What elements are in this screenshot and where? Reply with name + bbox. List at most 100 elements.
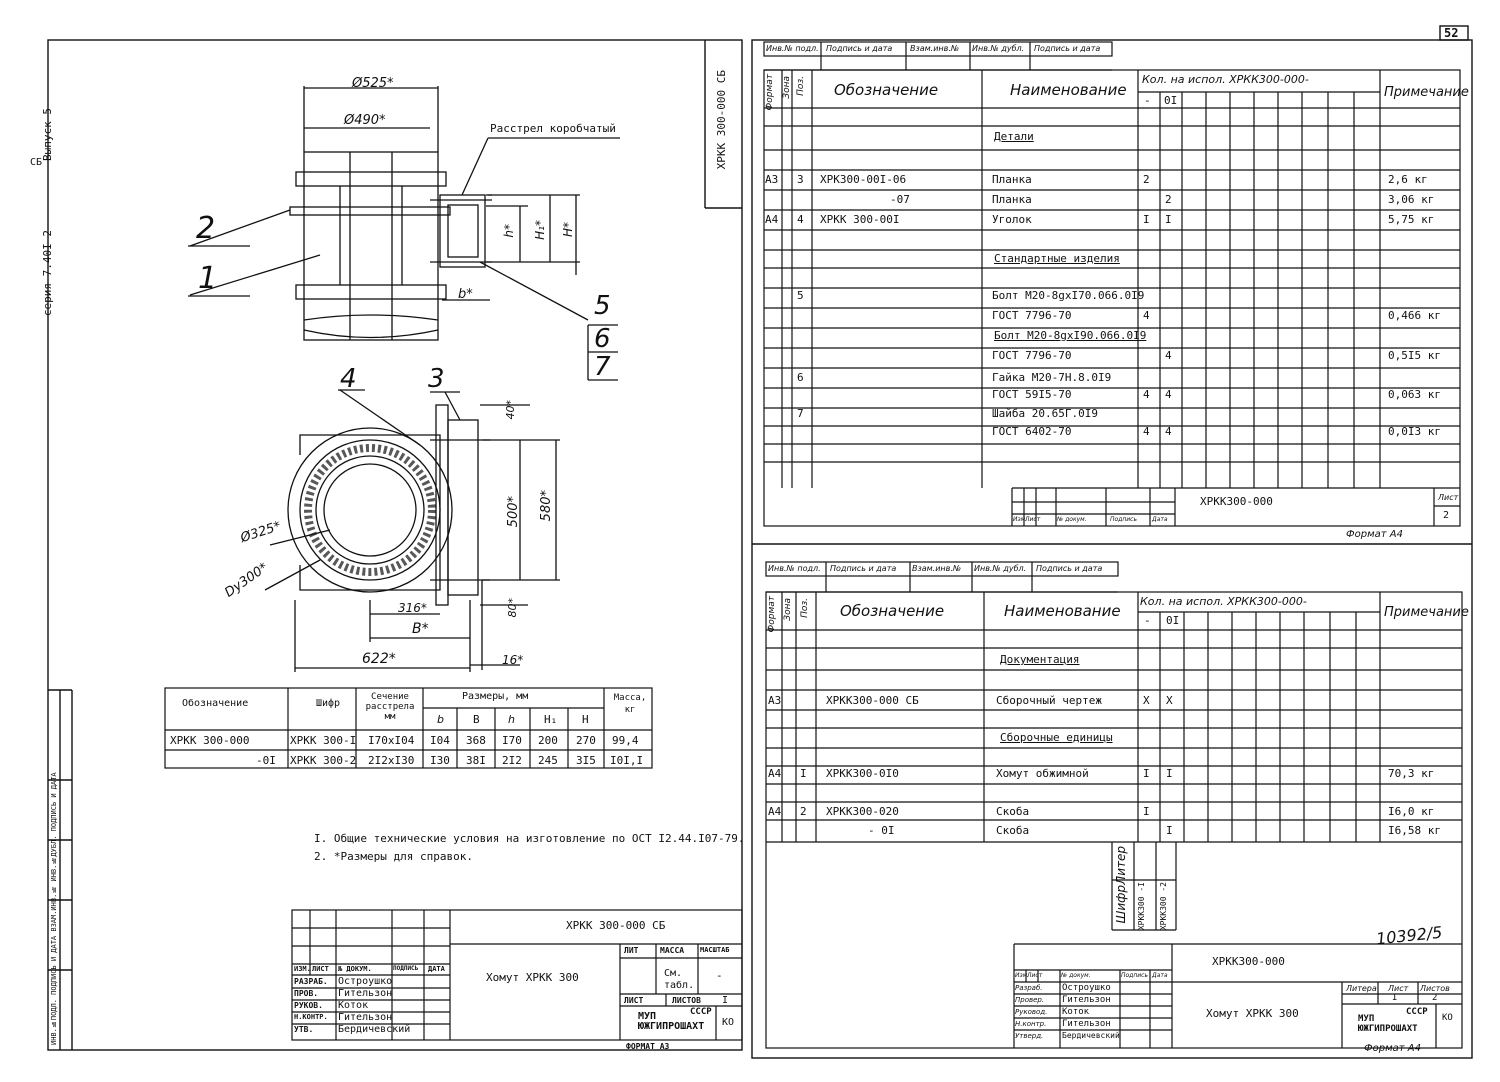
tb-person-2: Гительзон (338, 988, 393, 999)
spec-cell-code: ХРКК300-020 (826, 805, 899, 818)
spec2-person-5: Бердичевский (1062, 1031, 1120, 1040)
spec2-lit-h2: Лист (1388, 984, 1409, 993)
cell: 245 (538, 754, 558, 767)
spec1-strip-4: Инв.№ дубл. (972, 44, 1025, 53)
dim-sub-H: H (582, 713, 589, 726)
tb-org-short: СССР (690, 1007, 712, 1017)
cell: 270 (576, 734, 596, 747)
page-number: 52 (1444, 26, 1459, 40)
spec-cell-pos: 3 (797, 173, 804, 186)
pos-label-5: 5 (594, 291, 611, 321)
dim-d525: Ø525* (352, 76, 394, 91)
spec-cell-code: ХРКЗ00-00I-06 (820, 173, 907, 186)
cell: I30 (430, 754, 450, 767)
spec-cell-note: I6,58 кг (1388, 824, 1441, 837)
spec-cell-note: 0,466 кг (1388, 309, 1441, 322)
dim-16: 16* (502, 653, 524, 667)
cell: 38I (466, 754, 486, 767)
cell: ХРКК 300-000 (170, 734, 250, 747)
cell: 2I2 (502, 754, 522, 767)
spec2-org-short: СССР (1406, 1007, 1428, 1017)
spec2-col-code: Обозначение (840, 602, 945, 620)
spec-cell-q2: I (1166, 767, 1173, 780)
pos-label-2: 2 (196, 211, 216, 246)
tb-lit: ЛИТ (624, 946, 639, 955)
spec-cell-pos: 4 (797, 213, 804, 226)
left-sheet-frame (47, 39, 743, 1051)
spec1-strip-3: Взам.инв.№ (910, 44, 960, 53)
spec2-shifr-1: ХРКК300 -I (1137, 882, 1146, 931)
spec-cell-q1: I (1143, 213, 1150, 226)
tb-person-4: Гительзон (338, 1012, 393, 1023)
spec1-stamp-izm: Изм. (1013, 516, 1028, 523)
spec-cell-code: ХРКК300-000 СБ (826, 694, 919, 707)
spec1-exec-1: - (1144, 94, 1151, 107)
spec-cell-fmt: А4 (768, 805, 782, 818)
spec2-strip-3: Взам.инв.№ (912, 564, 962, 573)
spec-cell-pos: 7 (797, 407, 804, 420)
spec1-strip-5: Подпись и дата (1034, 44, 1101, 53)
dim-h1: H₁* (533, 220, 547, 240)
spec1-col-note: Примечание (1384, 85, 1469, 100)
dim-sub-B: B (473, 713, 480, 726)
tb-format: ФОРМАТ А3 (626, 1042, 670, 1051)
tb-role-2: ПРОВ. (294, 989, 319, 998)
spec1-col-zone: Зона (782, 76, 792, 99)
dim-h: h* (502, 224, 516, 238)
spec2-org: МУП ЮЖГИПРОШАХТ (1358, 1014, 1418, 1034)
tb-sheets-value: I (722, 995, 729, 1006)
dim-table-header-section: Сечение расстрела мм (365, 692, 415, 722)
spec2-lit-h3: Листов (1420, 984, 1450, 993)
spec2-lit-v2: I (1392, 993, 1398, 1003)
note-2: 2. *Размеры для справок. (314, 850, 473, 863)
dim-sub-h1: H₁ (544, 713, 558, 726)
spec2-role-4: Н.контр. (1015, 1020, 1047, 1028)
spec1-col-pos: Поз. (796, 76, 806, 96)
dim-40: 40* (504, 400, 517, 420)
clamp-side-view (188, 86, 620, 381)
tb-role-1: РАЗРАБ. (294, 977, 328, 986)
spec-cell-code: ХРКК300-0I0 (826, 767, 899, 780)
spec2-stamp-izm: Изм. (1015, 972, 1030, 979)
spec-cell-q1: I (1143, 805, 1150, 818)
pos-label-3: 3 (428, 364, 445, 394)
spec-cell-note: 0,063 кг (1388, 388, 1441, 401)
spec1-sheet-label: Лист (1438, 493, 1459, 502)
spec-cell-q1: I (1143, 767, 1150, 780)
tb-role-h-doc: № ДОКУМ. (338, 965, 372, 973)
insulation-hatch (304, 444, 436, 576)
cell: I0I,I (610, 754, 644, 767)
spec1-exec-2: 0I (1164, 94, 1178, 107)
dim-H: H* (561, 222, 575, 238)
pos-label-4: 4 (340, 364, 357, 394)
spec1-stamp-doc: № докум. (1057, 516, 1087, 523)
spec1-col-code: Обозначение (834, 81, 939, 99)
spec1-col-qty: Кол. на испол. ХРКК300-000- (1142, 73, 1309, 86)
spec2-exec-2: 0I (1166, 614, 1180, 627)
dim-table-header-shifr: Шифр (316, 698, 341, 709)
cell: ХРКК 300-2 (290, 754, 357, 767)
spec-cell-name: Детали (994, 130, 1034, 143)
spec-cell-q2: 4 (1165, 425, 1172, 438)
spec-cell-fmt: А3 (765, 173, 779, 186)
spec2-col-pos: Поз. (800, 598, 810, 618)
spec2-role-5: Утверд. (1015, 1032, 1044, 1040)
spec-cell-q2: I (1165, 213, 1172, 226)
tb-sheet: ЛИСТ (624, 996, 644, 1005)
tb-org: МУП ЮЖГИПРОШАХТ (638, 1011, 705, 1032)
spec-cell-q1: 4 (1143, 388, 1150, 401)
spec2-person-4: Гительзон (1062, 1019, 1111, 1029)
spec-cell-name: Скоба (996, 824, 1030, 837)
spec-cell-name: Болт М20-8gxI90.066.0I9 (994, 329, 1147, 342)
dim-sub-h: h (508, 713, 515, 726)
spec-cell-fmt: А3 (768, 694, 782, 707)
dim-80: 80* (506, 598, 519, 618)
spec1-col-format: Формат (765, 74, 775, 111)
spec-cell-name: Скоба (996, 805, 1030, 818)
pos-label-1: 1 (198, 261, 218, 296)
spec-cell-name: Хомут обжимной (996, 767, 1089, 780)
dim-b: b* (458, 287, 473, 302)
spec-cell-name: Шайба 20.65Г.0I9 (992, 407, 1098, 420)
dim-580: 580* (539, 490, 554, 522)
cell: 200 (538, 734, 558, 747)
